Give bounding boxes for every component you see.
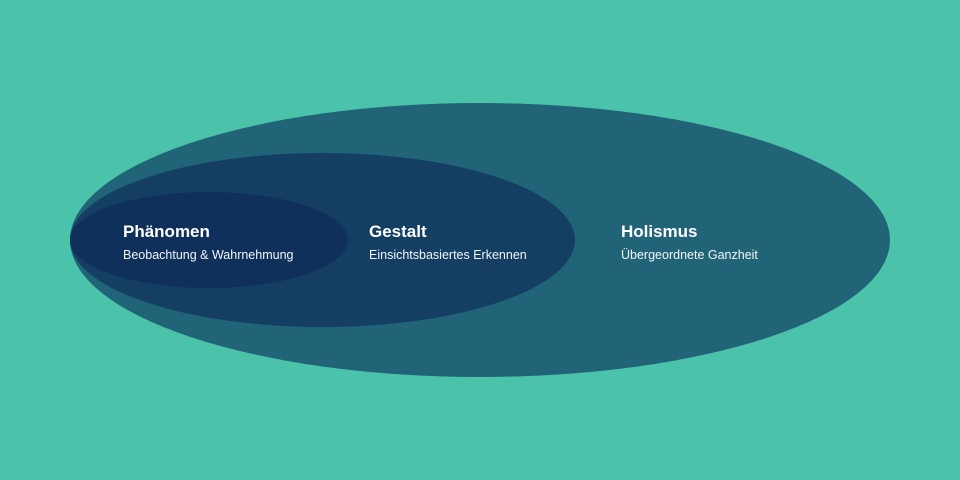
phaenomen-title: Phänomen xyxy=(123,222,210,241)
holismus-title: Holismus xyxy=(621,222,698,241)
phaenomen-subtitle: Beobachtung & Wahrnehmung xyxy=(123,248,294,262)
holismus-label: Holismus Übergeordnete Ganzheit xyxy=(621,222,758,263)
gestalt-label: Gestalt Einsichtsbasiertes Erkennen xyxy=(369,222,527,263)
phaenomen-label: Phänomen Beobachtung & Wahrnehmung xyxy=(123,222,293,263)
holismus-subtitle: Übergeordnete Ganzheit xyxy=(621,248,758,262)
phaenomen-ellipse xyxy=(70,192,348,288)
gestalt-subtitle: Einsichtsbasiertes Erkennen xyxy=(369,248,527,262)
gestalt-title: Gestalt xyxy=(369,222,427,241)
